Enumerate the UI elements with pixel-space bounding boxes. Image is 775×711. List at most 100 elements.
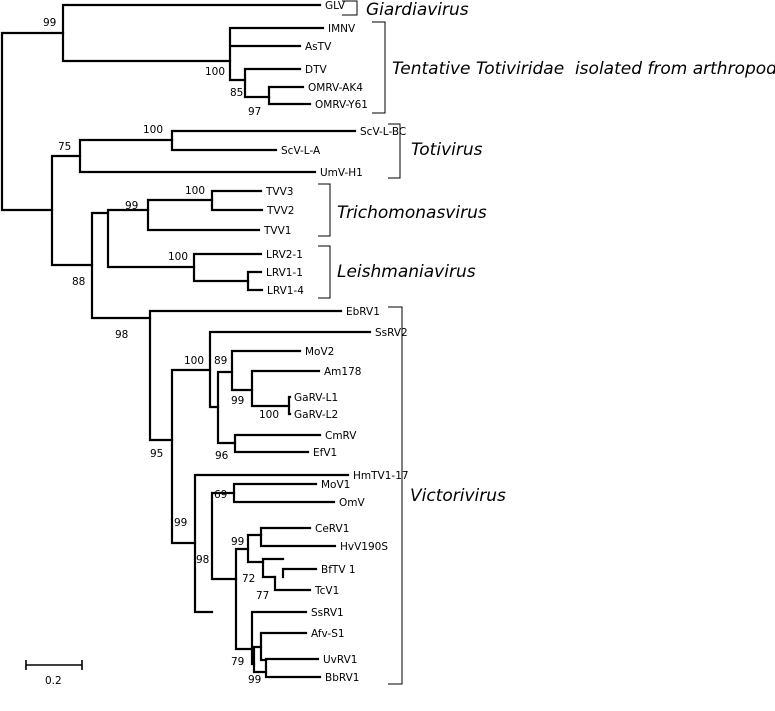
taxon-label: GLV (325, 0, 346, 12)
tree-branches (0, 3, 372, 679)
bootstrap-value: 100 (259, 409, 279, 421)
branch-node-tc (273, 575, 312, 592)
taxon-label: UmV-H1 (320, 167, 363, 179)
branch-node-g (170, 129, 357, 152)
branch-node-d (267, 85, 312, 106)
bootstrap-values: 99 100 85 97 75 100 99 100 88 100 98 100… (43, 17, 279, 686)
taxon-label: OmV (339, 497, 365, 509)
bootstrap-value: 72 (242, 573, 255, 585)
taxon-label: ScV-L-BC (360, 126, 406, 138)
taxon-label: Afv-S1 (311, 628, 345, 640)
bootstrap-value: 99 (43, 17, 56, 29)
taxon-label: BbRV1 (325, 672, 359, 684)
taxon-label: SsRV2 (375, 327, 408, 339)
taxon-labels: GLV IMNV AsTV DTV OMRV-AK4 OMRV-Y61 ScV-… (263, 0, 409, 684)
branch-node-o (170, 368, 212, 545)
branch-node-ae (252, 645, 268, 674)
taxon-label: TVV3 (265, 186, 293, 198)
taxon-label: DTV (305, 64, 327, 76)
bootstrap-value: 99 (231, 536, 244, 548)
taxon-label: EbRV1 (346, 306, 380, 318)
taxon-label: HvV190S (340, 541, 388, 553)
bootstrap-value: 100 (205, 66, 225, 78)
branch-node-k (210, 189, 264, 212)
taxon-label: LRV1-1 (266, 267, 303, 279)
bootstrap-value: 97 (248, 106, 261, 118)
group-brackets (318, 0, 403, 685)
group-label-arthropods: Tentative Totiviridae isolated from arth… (392, 59, 775, 79)
taxon-label: MoV1 (321, 479, 350, 491)
bootstrap-value: 98 (196, 554, 209, 566)
branch-node-j (146, 198, 261, 232)
scale-bar-label: 0.2 (45, 675, 62, 687)
bootstrap-value: 89 (214, 355, 227, 367)
bootstrap-value: 75 (58, 141, 71, 153)
taxon-label: ScV-L-A (281, 145, 321, 157)
bootstrap-value: 98 (115, 329, 128, 341)
bootstrap-value: 88 (72, 276, 85, 288)
group-label-leishmaniavirus: Leishmaniavirus (337, 262, 476, 282)
bootstrap-value: 99 (248, 674, 261, 686)
bootstrap-value: 99 (125, 200, 138, 212)
branch-node-u (233, 433, 322, 454)
taxon-label: CmRV (325, 430, 357, 442)
taxon-label: EfV1 (313, 447, 337, 459)
bootstrap-value: 100 (143, 124, 163, 136)
bracket-trichomonasvirus (318, 183, 331, 237)
group-label-totivirus: Totivirus (411, 140, 483, 160)
taxon-label: MoV2 (305, 346, 334, 358)
bracket-arthropods (372, 21, 386, 114)
branch-node-ag (264, 657, 322, 679)
taxon-label: AsTV (305, 41, 332, 53)
branch-node-h (90, 211, 152, 320)
bracket-giardiavirus (342, 0, 358, 16)
group-label-trichomonasvirus: Trichomonasvirus (337, 203, 487, 223)
bracket-totivirus (388, 123, 401, 179)
branch-node-p (208, 330, 372, 409)
branch-node-m (246, 270, 264, 292)
bootstrap-value: 99 (174, 517, 187, 529)
bootstrap-value: 79 (231, 656, 244, 668)
branch-node-w (210, 491, 238, 581)
taxon-label: OMRV-Y61 (315, 99, 368, 111)
scale-bar-line (25, 660, 83, 670)
bootstrap-value: 100 (184, 355, 204, 367)
bootstrap-value: 85 (230, 87, 243, 99)
taxon-label: HmTV1-17 (353, 470, 409, 482)
taxon-label: TVV1 (263, 225, 291, 237)
taxon-label: LRV1-4 (267, 285, 304, 297)
bootstrap-value: 99 (231, 395, 244, 407)
branch-node-l (192, 252, 263, 283)
bootstrap-value: 69 (214, 489, 227, 501)
taxon-label: IMNV (328, 23, 356, 35)
branch-node-ac (281, 567, 318, 579)
branch-node-a (61, 3, 322, 63)
branch-node-s (250, 369, 321, 408)
branch-node-aa (259, 526, 337, 548)
taxon-label: CeRV1 (315, 523, 349, 535)
branch-node-ab (261, 557, 285, 579)
taxon-label: TcV1 (314, 585, 339, 597)
group-labels: Giardiavirus Tentative Totiviridae isola… (337, 0, 775, 506)
branch-node-af (259, 631, 308, 662)
group-label-giardiavirus: Giardiavirus (366, 0, 469, 20)
bootstrap-value: 96 (215, 450, 229, 462)
branch-node-x (232, 482, 336, 504)
taxon-label: BfTV 1 (321, 564, 356, 576)
branch-node-b (228, 26, 325, 82)
scale-bar: 0.2 (25, 660, 83, 687)
branch-node-y (234, 547, 254, 651)
branch-node-z (246, 533, 265, 564)
branch-root (0, 31, 65, 212)
bootstrap-value: 100 (185, 185, 205, 197)
branch-node-q (216, 370, 237, 445)
group-label-victorivirus: Victorivirus (410, 486, 506, 506)
bracket-leishmaniavirus (318, 245, 331, 299)
taxon-label: LRV2-1 (266, 249, 303, 261)
taxon-label: UvRV1 (323, 654, 357, 666)
branch-node-v (193, 473, 350, 614)
taxon-label: Am178 (324, 366, 361, 378)
tree-branches-extra (273, 575, 312, 592)
bootstrap-value: 77 (256, 590, 269, 602)
